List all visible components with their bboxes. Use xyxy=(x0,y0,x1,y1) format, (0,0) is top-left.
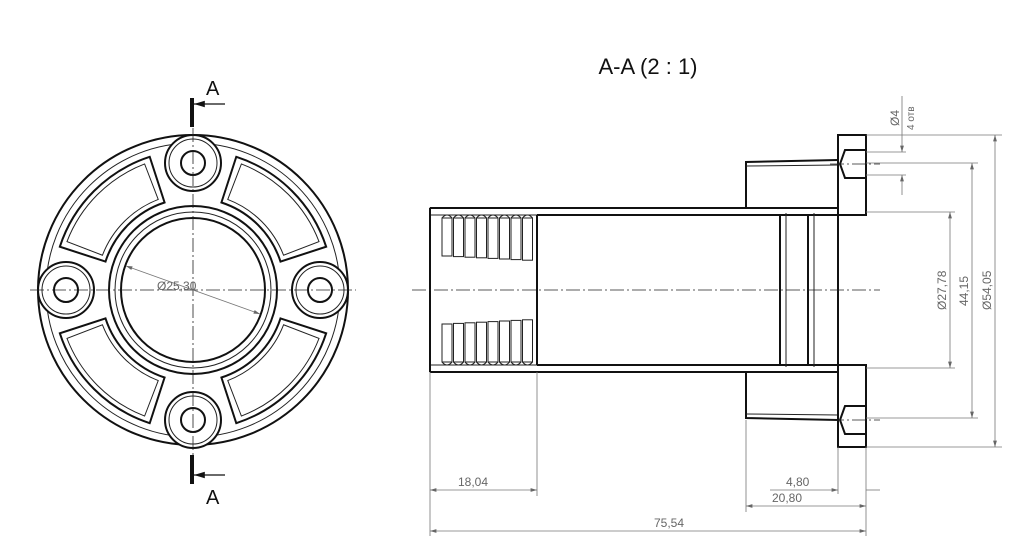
tube-wall-top xyxy=(429,207,839,216)
thread-crest xyxy=(441,214,453,219)
thread-crest xyxy=(453,214,464,219)
rib-pocket xyxy=(220,317,328,425)
flange-hole-top xyxy=(838,149,867,179)
thread-crest xyxy=(522,214,533,219)
rib-pocket xyxy=(220,155,328,263)
thread-tooth xyxy=(464,217,476,258)
thread-tooth xyxy=(487,321,499,363)
tube-wall-bottom xyxy=(429,364,839,373)
thread-tooth xyxy=(476,217,487,259)
thread-tooth xyxy=(476,321,487,363)
hole-diameter-label: Ø4 xyxy=(888,110,902,126)
bore-diameter-label: Ø25,30 xyxy=(157,279,197,293)
section-title: A-A (2 : 1) xyxy=(598,54,697,79)
rib-pocket-inner xyxy=(66,324,159,417)
flange-diameter-label: Ø54,05 xyxy=(980,270,994,310)
thread-tooth xyxy=(510,319,522,363)
total-length-label: 75,54 xyxy=(654,516,684,530)
bore-diameter-line xyxy=(125,265,261,315)
thread-tooth xyxy=(487,217,499,259)
thread-tooth xyxy=(453,322,464,363)
thread-tooth xyxy=(441,217,453,257)
thread-crest xyxy=(453,361,464,366)
thread-tooth xyxy=(510,217,522,261)
section-marker-top: A xyxy=(206,78,220,100)
thread-crest xyxy=(510,361,522,366)
thread-tooth xyxy=(453,217,464,258)
section-view xyxy=(412,134,880,448)
thread-crest xyxy=(476,361,487,366)
internal-thread xyxy=(441,214,533,366)
thread-tooth xyxy=(441,323,453,363)
rib-pocket xyxy=(58,155,166,263)
thread-crest xyxy=(464,214,476,219)
thread-crest xyxy=(476,214,487,219)
boss-outline xyxy=(745,159,839,421)
front-view: Ø25,30 A A xyxy=(30,78,356,509)
thread-tooth xyxy=(499,320,510,363)
rib-pockets xyxy=(58,155,328,425)
section-marker-bottom: A xyxy=(206,487,220,509)
thread-crest xyxy=(487,214,499,219)
boss-length-label: 20,80 xyxy=(772,491,802,505)
rib-pocket-inner xyxy=(66,163,159,256)
thread-crest xyxy=(510,214,522,219)
rib-pocket-inner xyxy=(227,324,320,417)
thread-tooth xyxy=(522,319,533,363)
flange-top xyxy=(837,134,867,216)
thread-crest xyxy=(441,361,453,366)
thread-tooth xyxy=(499,217,510,260)
thread-crest xyxy=(499,214,510,219)
flange-thickness-label: 4,80 xyxy=(786,475,810,489)
inner-diameter-label: Ø27,78 xyxy=(935,270,949,310)
thread-crest xyxy=(499,361,510,366)
thread-tooth xyxy=(464,322,476,363)
dimensions: 18,04 4,80 20,80 75,54 Ø54,05 44,15 Ø27,… xyxy=(429,96,1002,536)
hole-spacing-label: 44,15 xyxy=(957,276,971,306)
thread-length-label: 18,04 xyxy=(458,475,488,489)
thread-tooth xyxy=(522,217,533,261)
flange-hole-bottom xyxy=(838,405,867,435)
hole-count-label: 4 отв xyxy=(906,106,917,130)
thread-crest xyxy=(522,361,533,366)
thread-crest xyxy=(464,361,476,366)
thread-crest xyxy=(487,361,499,366)
rib-pocket-inner xyxy=(227,163,320,256)
rib-pocket xyxy=(58,317,166,425)
